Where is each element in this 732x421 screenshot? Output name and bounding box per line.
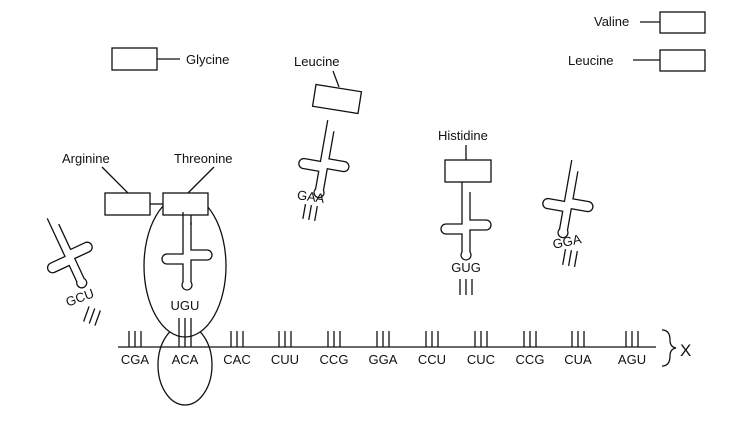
codon-label: CUU — [271, 352, 299, 367]
legend-valine: Valine — [594, 11, 706, 34]
codon-label: CCU — [418, 352, 446, 367]
codon: AGU — [618, 331, 646, 367]
codon-label: CGA — [121, 352, 150, 367]
codon: CCU — [418, 331, 446, 367]
threonine-label: Threonine — [174, 151, 233, 166]
free-right-anticodon: GGA — [551, 231, 583, 252]
trna-free-right: GGA — [536, 155, 601, 268]
mrna-label: X — [680, 341, 691, 360]
codon: CUU — [271, 331, 299, 367]
histidine-label: Histidine — [438, 128, 488, 143]
codon-label: CCG — [320, 352, 349, 367]
legend-valine-label: Valine — [594, 14, 629, 29]
leucine-anticodon: GAA — [296, 187, 326, 206]
trna-leucine: Leucine GAA — [292, 54, 363, 222]
codon-label: CUA — [564, 352, 592, 367]
codon-label: CCG — [516, 352, 545, 367]
codon: ACA — [172, 352, 199, 367]
codon: CUA — [564, 331, 592, 367]
codon: GGA — [369, 331, 398, 367]
trna-free-left: GCU — [27, 205, 108, 326]
codon-label: ACA — [172, 352, 199, 367]
legend-glycine: Glycine — [111, 47, 229, 71]
arginine-label: Arginine — [62, 151, 110, 166]
codon-label: GGA — [369, 352, 398, 367]
codon: CAC — [223, 331, 251, 367]
leucine-label: Leucine — [294, 54, 340, 69]
codon: CCG — [320, 331, 349, 367]
legend-leucine: Leucine — [568, 49, 706, 72]
codon-label: AGU — [618, 352, 646, 367]
threonine-anticodon: UGU — [171, 298, 200, 313]
codon-label: CUC — [467, 352, 495, 367]
legend-glycine-label: Glycine — [186, 52, 229, 67]
free-left-anticodon: GCU — [64, 286, 96, 310]
peptide-chain: Arginine Threonine UGU — [62, 151, 233, 347]
mrna-strand: CGA ACA CAC CUU CCG GGA CCU CUC CCG CUA AGU X — [118, 329, 691, 367]
ribosome-large-subunit — [143, 194, 227, 338]
codon: CGA — [121, 331, 150, 367]
codon: CCG — [516, 331, 545, 367]
codon-label: CAC — [223, 352, 250, 367]
trna-histidine: Histidine GUG — [438, 128, 492, 295]
codon: CUC — [467, 331, 495, 367]
histidine-anticodon: GUG — [451, 260, 481, 275]
legend-leucine-label: Leucine — [568, 53, 614, 68]
